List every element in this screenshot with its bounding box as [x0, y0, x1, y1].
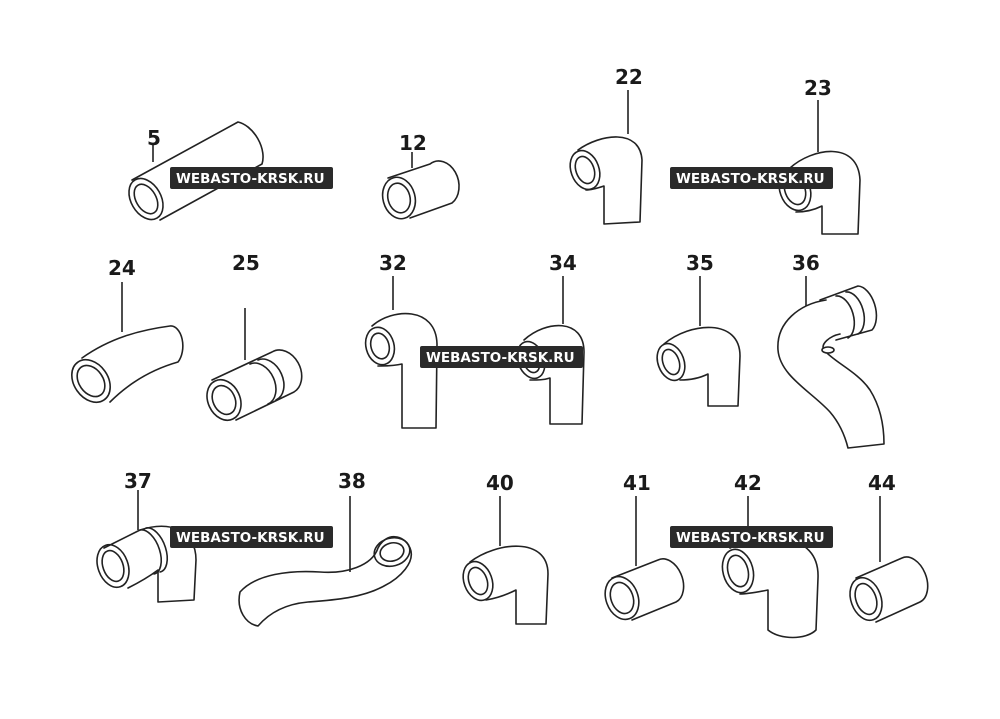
part-number-24: 24 [108, 256, 136, 280]
part-number-23: 23 [804, 76, 832, 100]
part-23 [778, 150, 861, 235]
part-number-38: 38 [338, 469, 366, 493]
part-number-12: 12 [399, 131, 427, 155]
part-22 [569, 136, 643, 225]
part-25 [206, 349, 303, 421]
part-32 [364, 312, 438, 429]
part-number-44: 44 [868, 471, 896, 495]
part-number-37: 37 [124, 469, 152, 493]
part-number-35: 35 [686, 251, 714, 275]
svg-text:WEBASTO-KRSK.RU: WEBASTO-KRSK.RU [676, 530, 825, 546]
part-36 [777, 285, 885, 449]
watermark-1: WEBASTO-KRSK.RU [170, 167, 333, 189]
part-44 [849, 556, 929, 623]
watermark-3: WEBASTO-KRSK.RU [420, 346, 583, 368]
part-12 [381, 160, 460, 220]
svg-text:WEBASTO-KRSK.RU: WEBASTO-KRSK.RU [426, 350, 575, 366]
part-42 [721, 537, 819, 639]
part-number-5: 5 [147, 126, 161, 150]
svg-text:WEBASTO-KRSK.RU: WEBASTO-KRSK.RU [676, 171, 825, 187]
watermark-5: WEBASTO-KRSK.RU [670, 526, 833, 548]
part-40 [462, 545, 549, 625]
part-number-40: 40 [486, 471, 514, 495]
part-41 [604, 558, 685, 621]
part-number-34: 34 [549, 251, 577, 275]
part-35 [656, 326, 741, 407]
part-37 [96, 525, 197, 603]
part-number-36: 36 [792, 251, 820, 275]
part-5 [128, 121, 264, 221]
watermark-4: WEBASTO-KRSK.RU [170, 526, 333, 548]
part-number-32: 32 [379, 251, 407, 275]
part-34 [516, 324, 585, 425]
watermark-2: WEBASTO-KRSK.RU [670, 167, 833, 189]
svg-text:WEBASTO-KRSK.RU: WEBASTO-KRSK.RU [176, 530, 325, 546]
part-number-42: 42 [734, 471, 762, 495]
part-24 [71, 325, 184, 404]
svg-text:WEBASTO-KRSK.RU: WEBASTO-KRSK.RU [176, 171, 325, 187]
part-number-41: 41 [623, 471, 651, 495]
part-number-25: 25 [232, 251, 260, 275]
part-38 [238, 535, 413, 627]
part-number-22: 22 [615, 65, 643, 89]
